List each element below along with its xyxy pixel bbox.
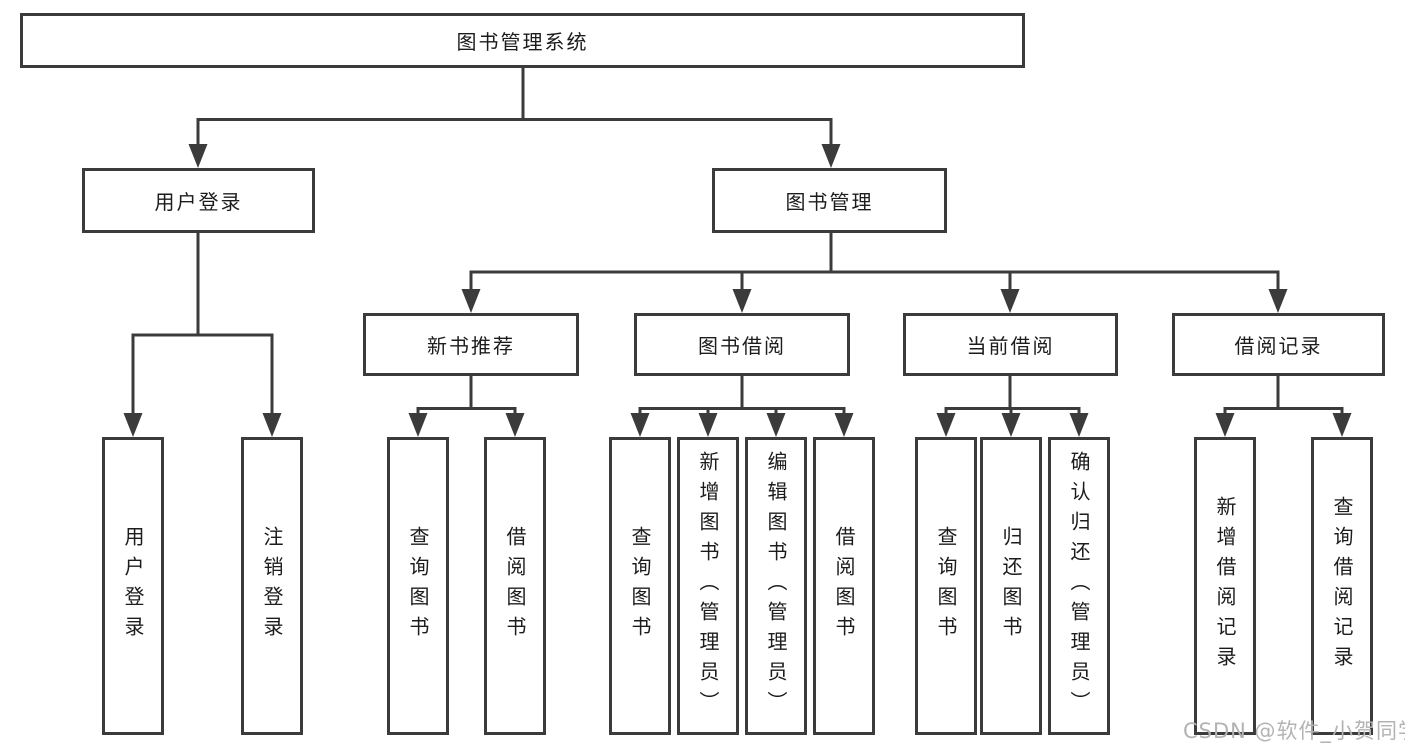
node-label: 新书推荐 [427, 334, 515, 358]
leaf-label: 编辑图书（管理员） [764, 451, 788, 721]
leaf-label: 查询图书 [934, 526, 958, 646]
leaf-return-books: 归还图书 [980, 437, 1042, 735]
leaf-query-books: 查询图书 [387, 437, 449, 735]
leaf-label: 查询借阅记录 [1330, 496, 1354, 676]
node-user-login: 用户登录 [82, 168, 315, 233]
node-borrow-records: 借阅记录 [1172, 313, 1385, 376]
leaf-add-borrow-record: 新增借阅记录 [1194, 437, 1256, 735]
leaf-edit-books-admin: 编辑图书（管理员） [745, 437, 807, 735]
leaf-label: 确认归还（管理员） [1067, 451, 1091, 721]
leaf-query-books: 查询图书 [915, 437, 977, 735]
node-label: 图书管理 [785, 190, 874, 214]
leaf-borrow-books: 借阅图书 [813, 437, 875, 735]
leaf-label: 注销登录 [260, 526, 284, 646]
node-book-management: 图书管理 [712, 168, 947, 233]
node-current-borrow: 当前借阅 [903, 313, 1118, 376]
node-book-borrow: 图书借阅 [634, 313, 850, 376]
leaf-confirm-return-admin: 确认归还（管理员） [1048, 437, 1110, 735]
leaf-label: 查询图书 [628, 526, 652, 646]
node-label: 当前借阅 [966, 334, 1055, 358]
arrowhead-icons [123, 144, 1352, 437]
leaf-logout: 注销登录 [241, 437, 303, 735]
leaf-label: 新增借阅记录 [1213, 496, 1237, 676]
node-new-book-recommend: 新书推荐 [363, 313, 579, 376]
leaf-borrow-books: 借阅图书 [484, 437, 546, 735]
node-label: 用户登录 [154, 190, 243, 214]
leaf-query-borrow-record: 查询借阅记录 [1311, 437, 1373, 735]
leaf-label: 查询图书 [406, 526, 430, 646]
tree-connector-paths [131, 67, 1344, 416]
node-label: 图书借阅 [698, 334, 786, 358]
leaf-add-books-admin: 新增图书（管理员） [677, 437, 739, 735]
leaf-label: 借阅图书 [503, 526, 527, 646]
leaf-label: 用户登录 [121, 526, 145, 646]
csdn-watermark: CSDN @软件_小贺同学 [1183, 719, 1405, 743]
leaf-label: 新增图书（管理员） [696, 451, 720, 721]
leaf-query-books: 查询图书 [609, 437, 671, 735]
leaf-user-login: 用户登录 [102, 437, 164, 735]
node-label: 借阅记录 [1234, 334, 1323, 358]
leaf-label: 归还图书 [999, 526, 1023, 646]
node-library-management-system: 图书管理系统 [20, 13, 1025, 68]
leaf-label: 借阅图书 [832, 526, 856, 646]
node-label: 图书管理系统 [456, 30, 589, 54]
